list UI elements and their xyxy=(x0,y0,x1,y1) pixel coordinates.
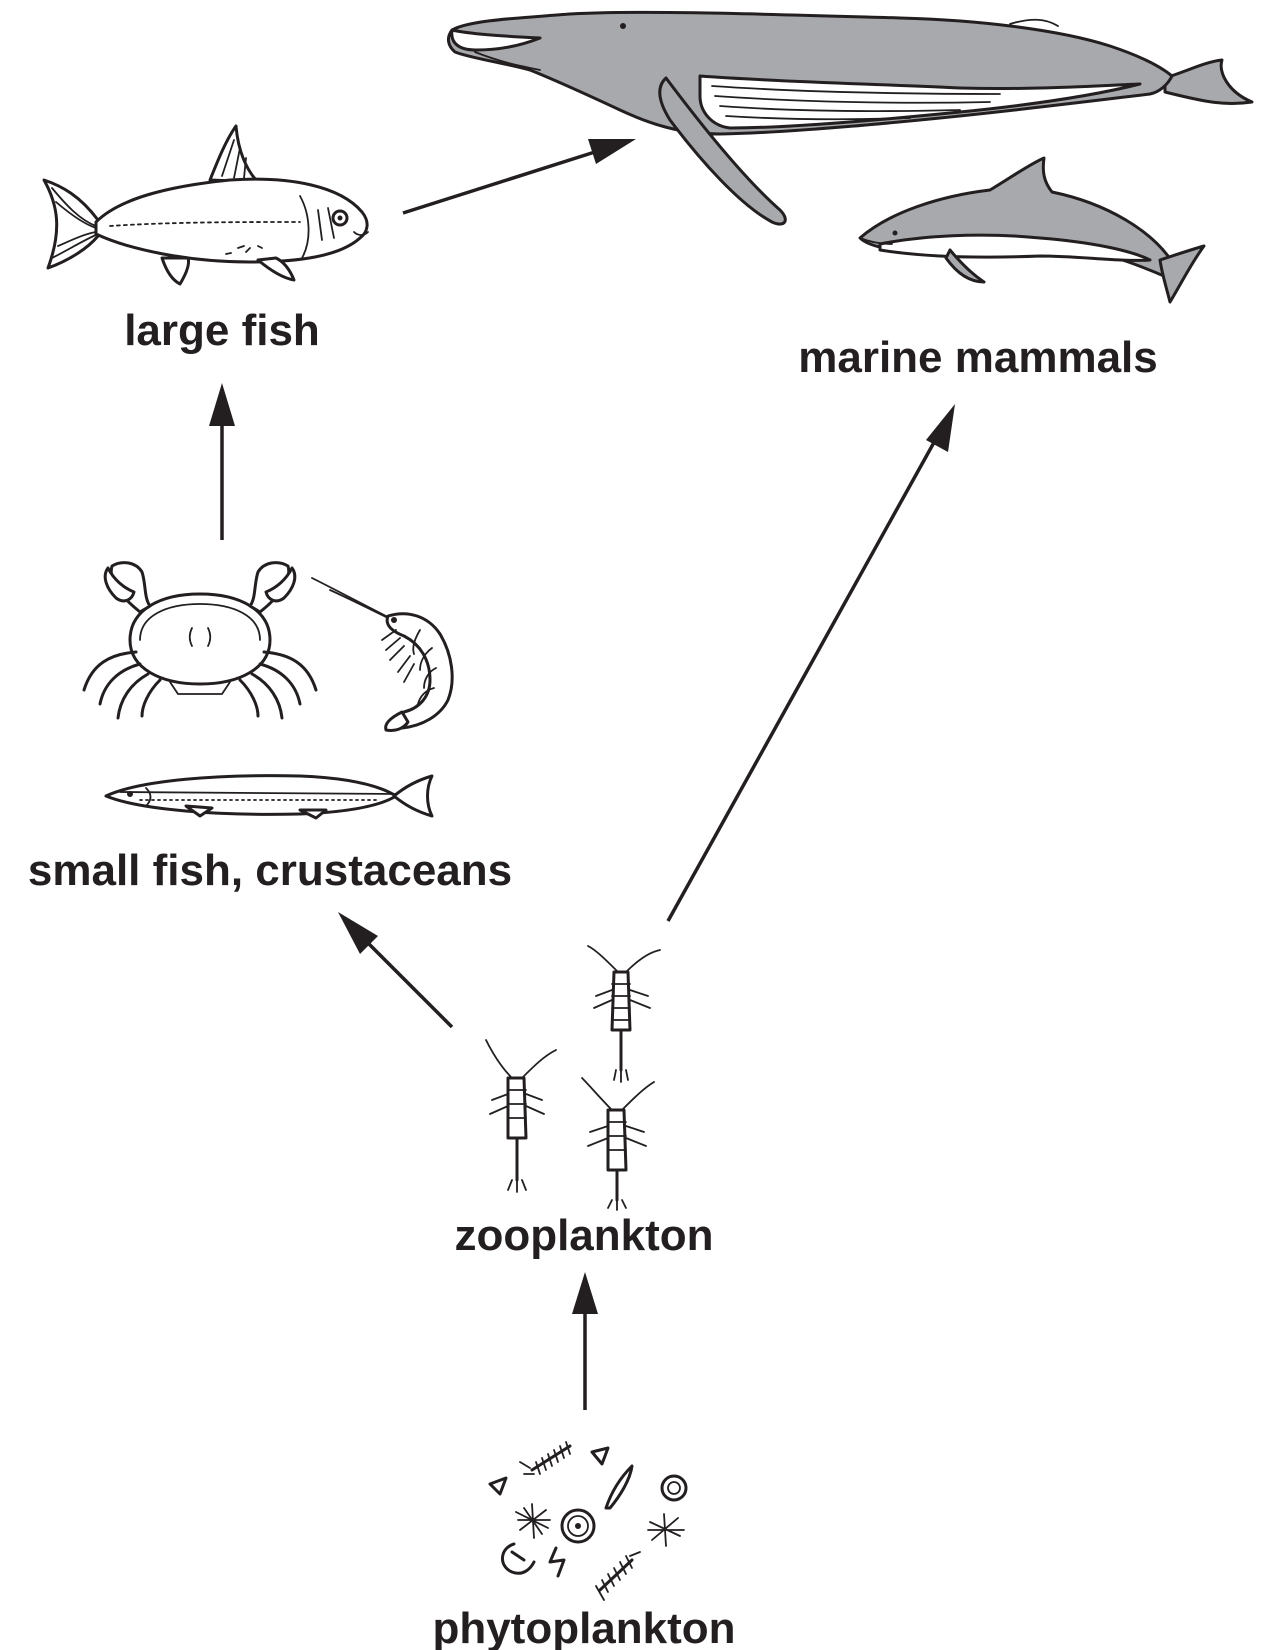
dolphin-icon xyxy=(860,158,1204,302)
small-fish-icon xyxy=(106,776,432,818)
arrow-zooplankton-to-small-fish xyxy=(338,912,452,1027)
spiky-cell-1 xyxy=(516,1504,550,1538)
large-fish-icon xyxy=(44,126,368,284)
arrow-small-fish-to-large-fish xyxy=(209,383,235,540)
copepod-2 xyxy=(486,1040,556,1192)
diatom-chain-2 xyxy=(596,1552,640,1600)
crab-icon xyxy=(84,563,316,718)
copepod-3 xyxy=(582,1078,654,1210)
whale-icon xyxy=(448,12,1252,224)
spiky-cell-2 xyxy=(648,1514,684,1546)
phytoplankton-cells-icon xyxy=(490,1442,686,1600)
arrow-zooplankton-to-marine-mammals xyxy=(668,404,955,921)
label-marine-mammals: marine mammals xyxy=(798,333,1158,382)
label-small-fish-crustaceans: small fish, crustaceans xyxy=(28,846,512,895)
shrimp-icon xyxy=(312,578,452,731)
arrow-large-fish-to-marine-mammals xyxy=(403,139,636,213)
copepod-1 xyxy=(588,946,660,1082)
arrow-phytoplankton-to-zooplankton xyxy=(572,1272,598,1410)
label-phytoplankton: phytoplankton xyxy=(432,1604,735,1650)
label-zooplankton: zooplankton xyxy=(454,1211,713,1260)
diatom-chain-1 xyxy=(520,1442,570,1474)
copepod-icon xyxy=(486,946,660,1210)
label-large-fish: large fish xyxy=(124,306,320,355)
